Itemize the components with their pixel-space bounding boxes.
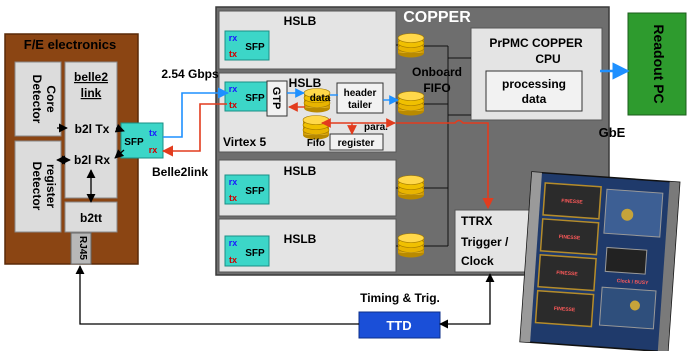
- readout-pc-box: [627, 12, 687, 116]
- b2tt-box: [64, 201, 118, 233]
- gtp-box: [266, 80, 288, 117]
- b2l-rx-label: b2l Rx: [74, 153, 110, 167]
- hslb-1-sfp-label: SFP: [245, 42, 265, 53]
- detector-core-box: [14, 61, 62, 137]
- tx-to-sfp-arrow: [114, 123, 125, 133]
- copper-title: COPPER: [403, 9, 471, 26]
- rj45-label: RJ45: [77, 236, 88, 260]
- tailer-label: tailer: [348, 100, 372, 111]
- header-tailer-box: [336, 82, 384, 114]
- hslb-3-label: HSLB: [284, 164, 317, 178]
- ttd-to-rj45-arrow: [75, 265, 359, 325]
- fe-sfp: [120, 122, 164, 159]
- trigger-label: Trigger /: [461, 235, 509, 249]
- hslb-3-sfp: [224, 174, 270, 205]
- hslb-4-sfp-label: SFP: [245, 248, 265, 259]
- onboard-label: Onboard: [412, 65, 462, 79]
- belle2link-label-2: link: [81, 86, 102, 100]
- ttrx-control-arrow: [396, 119, 494, 210]
- ttd-label: TTD: [386, 318, 411, 333]
- hslb-2-sfp-label: SFP: [245, 93, 265, 104]
- hslb-1-tx: tx: [229, 49, 237, 59]
- copper-board-photo: FINESSE FINESSE FINESSE FINESSE Clock / …: [519, 171, 681, 353]
- gbe-label: GbE: [599, 125, 626, 140]
- rj45-connector: [70, 232, 92, 265]
- ttrx-label: TTRX: [461, 214, 492, 228]
- detector-core-label-2: Core: [44, 85, 58, 113]
- photo-label-3: FINESSE: [556, 270, 578, 278]
- fe-sfp-rx: rx: [149, 145, 158, 155]
- timing-trig-label: Timing & Trig.: [360, 291, 440, 305]
- processing-data-label: data: [522, 92, 547, 106]
- prpmc-label-2: CPU: [535, 52, 560, 66]
- photo-label-2: FINESSE: [559, 234, 581, 242]
- hslb-4-label: HSLB: [284, 232, 317, 246]
- data-label: data: [310, 93, 331, 104]
- ttd-to-ttrx-arrow: [439, 273, 495, 329]
- hslb-1-sfp: [224, 30, 270, 61]
- hslb-3-sfp-label: SFP: [245, 186, 265, 197]
- hslb-4-sfp: [224, 235, 270, 267]
- photo-label-1: FINESSE: [561, 198, 583, 206]
- uplink-fiber-blue: [163, 87, 230, 138]
- hslb-3-tx: tx: [229, 193, 237, 203]
- detector-core-label-1: Detector: [30, 75, 44, 124]
- readout-pc-block: Readout PC: [627, 12, 687, 116]
- photo-label-4: FINESSE: [554, 306, 576, 314]
- virtex-label: Virtex 5: [223, 135, 266, 149]
- hslb-4-tx: tx: [229, 255, 237, 265]
- photo-label-5: Clock / BUSY: [617, 278, 650, 286]
- detector-register-label-2: register: [44, 164, 58, 208]
- b2l-tx-label: b2l Tx: [75, 122, 110, 136]
- b2tt-label: b2tt: [80, 211, 102, 225]
- processing-label: processing: [502, 77, 566, 91]
- hslb-2-rx: rx: [229, 84, 238, 94]
- onboard-fifo-1-icon: [397, 33, 425, 58]
- hslb-2-sfp: [224, 81, 270, 112]
- hslb-2-label: HSLB: [289, 76, 322, 90]
- hslb-3-rx: rx: [229, 177, 238, 187]
- downlink-fiber-red: [161, 103, 227, 157]
- hslb-4-rx: rx: [229, 238, 238, 248]
- fe-sfp-tx: tx: [149, 128, 157, 138]
- belle2link-label: Belle2link: [152, 165, 208, 179]
- hslb-2-tx: tx: [229, 100, 237, 110]
- header-label: header: [344, 88, 377, 99]
- processing-data-box: [485, 70, 583, 112]
- prpmc-label-1: PrPMC COPPER: [489, 36, 583, 50]
- fe-electronics-block: F/E electronics Detector Core Detector r…: [4, 33, 164, 265]
- hslb-1-rx: rx: [229, 33, 238, 43]
- link-speed-label: 2.54 Gbps: [161, 67, 219, 81]
- detector-register-label-1: Detector: [30, 162, 44, 211]
- onboard-fifo-3-icon: [397, 175, 425, 200]
- register-label: register: [338, 138, 375, 149]
- copper-bus-lines: [396, 44, 471, 247]
- hslb-1-label: HSLB: [284, 14, 317, 28]
- detector-register-box: [14, 140, 62, 233]
- onboard-fifo-4-icon: [397, 233, 425, 258]
- clock-label: Clock: [461, 254, 494, 268]
- readout-pc-label: Readout PC: [651, 24, 667, 103]
- fifo-label: Fifo: [307, 138, 325, 149]
- fe-title: F/E electronics: [24, 37, 116, 52]
- gtp-label: GTP: [270, 87, 282, 110]
- hslb-fifo-icon: [302, 115, 330, 140]
- ttd-box: [358, 311, 441, 339]
- fifo-label-onboard: FIFO: [423, 81, 450, 95]
- fe-sfp-label: SFP: [124, 137, 144, 148]
- sfp-to-rx-arrow: [114, 149, 125, 159]
- belle2link-label-1: belle2: [74, 70, 108, 84]
- onboard-fifo-2-icon: [397, 91, 425, 116]
